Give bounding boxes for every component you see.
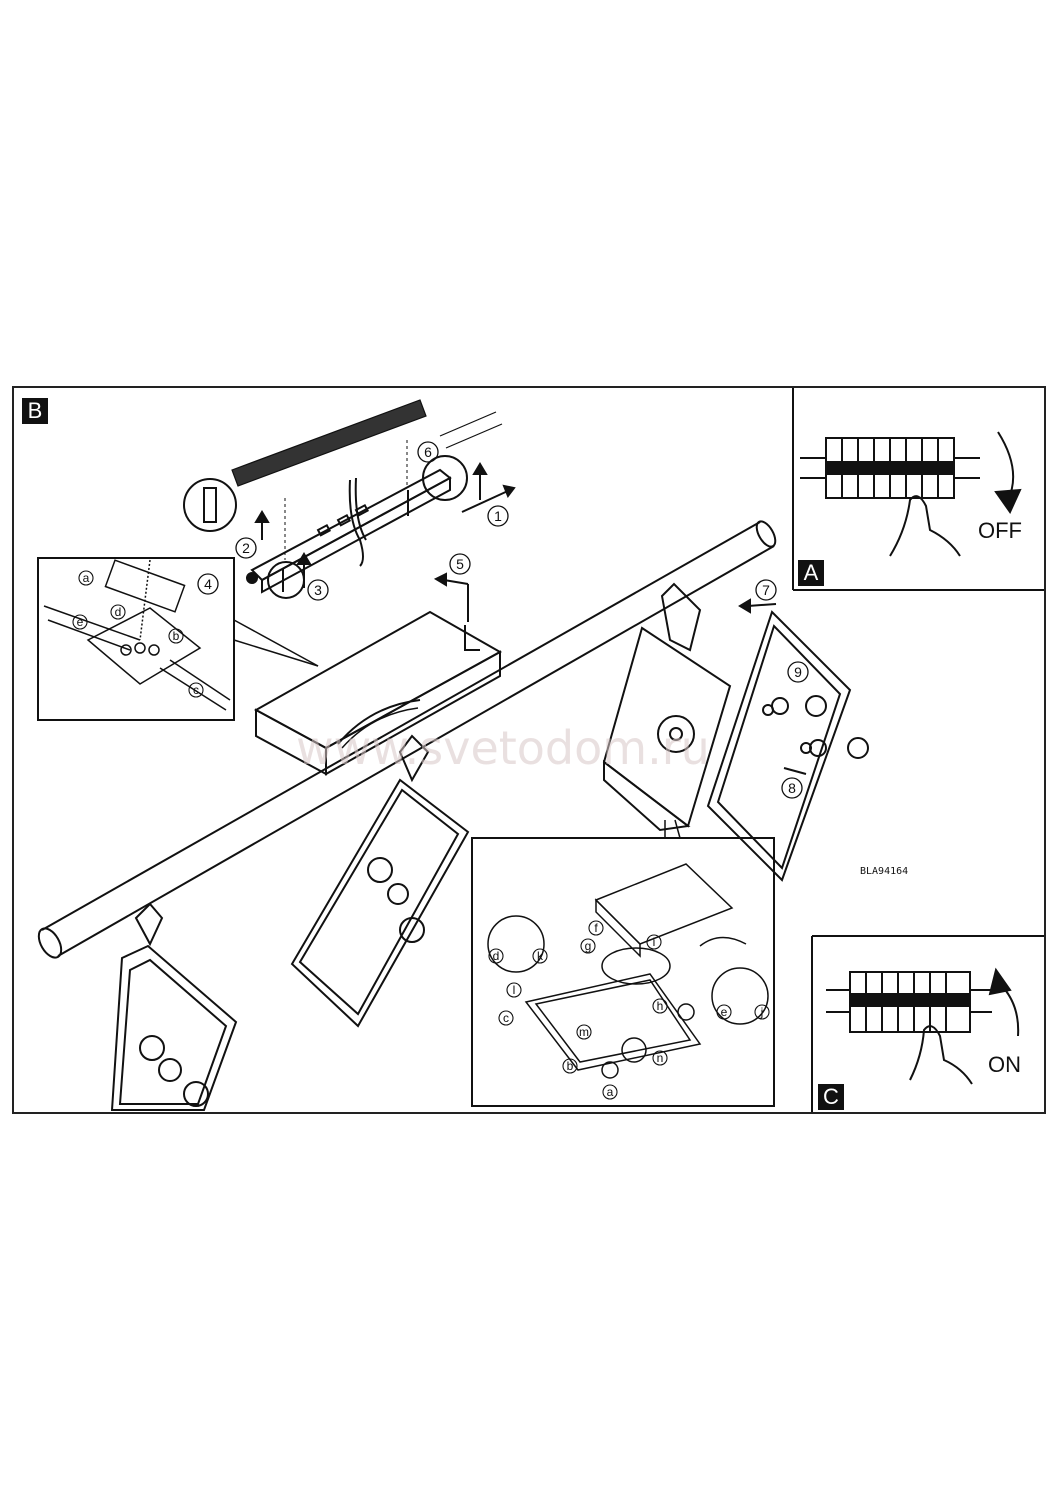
- assembly-letter-c: c: [503, 1011, 509, 1025]
- breaker-panel-off: [800, 431, 1022, 557]
- wiring-letter-a: a: [83, 571, 90, 585]
- assembly-letter-l: l: [513, 983, 516, 997]
- panel-label-main: B: [22, 398, 48, 424]
- bracket-screws: [246, 455, 468, 599]
- lamp-cover-7: [706, 610, 869, 882]
- assembly-letter-markers: [488, 920, 770, 1100]
- assembly-detail-drawing: [487, 863, 769, 1079]
- assembly-letter-h: h: [657, 999, 664, 1013]
- wiring-letter-c: c: [193, 683, 199, 697]
- wiring-letter-e: e: [77, 615, 84, 629]
- mounting-bracket: [250, 468, 452, 594]
- assembly-detail-box: [471, 837, 775, 1107]
- diagram-frame: [12, 386, 1046, 1114]
- panel-label-off: A: [798, 560, 824, 586]
- lamp-head-1: [110, 902, 238, 1111]
- step-4-label: 4: [204, 576, 212, 592]
- step-3-circle: [307, 579, 329, 601]
- model-code: BLA94164: [860, 866, 908, 877]
- panel-label-on: C: [818, 1084, 844, 1110]
- assembly-letter-d: d: [493, 949, 500, 963]
- step-7-label: 7: [762, 582, 770, 598]
- watermark: www.svetodom.ru: [296, 721, 710, 775]
- step-5-label: 5: [456, 556, 464, 572]
- wiring-detail-drawing: [43, 559, 231, 711]
- assembly-letter-n: n: [657, 1051, 664, 1065]
- breaker-panel-on: [826, 967, 1020, 1085]
- step-1-label: 1: [494, 508, 502, 524]
- step-8-label: 8: [788, 780, 796, 796]
- step-4-circle: [197, 573, 219, 595]
- step-1-circle: [487, 505, 509, 527]
- assembly-letter-e: e: [721, 1005, 728, 1019]
- step-6-label: 6: [424, 444, 432, 460]
- step-2-label: 2: [242, 540, 250, 556]
- step-7-circle: [755, 579, 777, 601]
- wiring-letter-d: d: [115, 605, 122, 619]
- assembly-letter-j: j: [760, 1005, 764, 1019]
- assembly-letter-f: f: [594, 921, 598, 935]
- assembly-letter-a: a: [607, 1085, 614, 1099]
- step-8-circle: [781, 777, 803, 799]
- wiring-letter-b: b: [173, 629, 180, 643]
- step-5-circle: [449, 553, 471, 575]
- ceiling-hatch: [231, 399, 427, 487]
- assembly-letter-g: g: [585, 939, 592, 953]
- step-6-circle: [417, 441, 439, 463]
- step-3-label: 3: [314, 582, 322, 598]
- step-9-circle: [787, 661, 809, 683]
- step-9-label: 9: [794, 664, 802, 680]
- step-markers: [197, 441, 809, 799]
- lamp-head-2: [290, 734, 470, 1028]
- assembly-letter-b: b: [567, 1059, 574, 1073]
- wiring-letter-markers: [72, 570, 204, 698]
- canopy-box: [253, 610, 503, 776]
- wiring-detail-box: [37, 557, 235, 721]
- step-2-circle: [235, 537, 257, 559]
- wall-plug: [183, 478, 237, 532]
- off-label: OFF: [978, 518, 1022, 543]
- lamp-head-3: [602, 582, 732, 832]
- direction-arrows: [254, 462, 807, 775]
- on-label: ON: [988, 1052, 1021, 1077]
- assembly-letter-k: k: [537, 949, 544, 963]
- lamp-rod: [37, 520, 777, 959]
- assembly-letter-i: i: [653, 935, 656, 949]
- assembly-letter-m: m: [579, 1025, 589, 1039]
